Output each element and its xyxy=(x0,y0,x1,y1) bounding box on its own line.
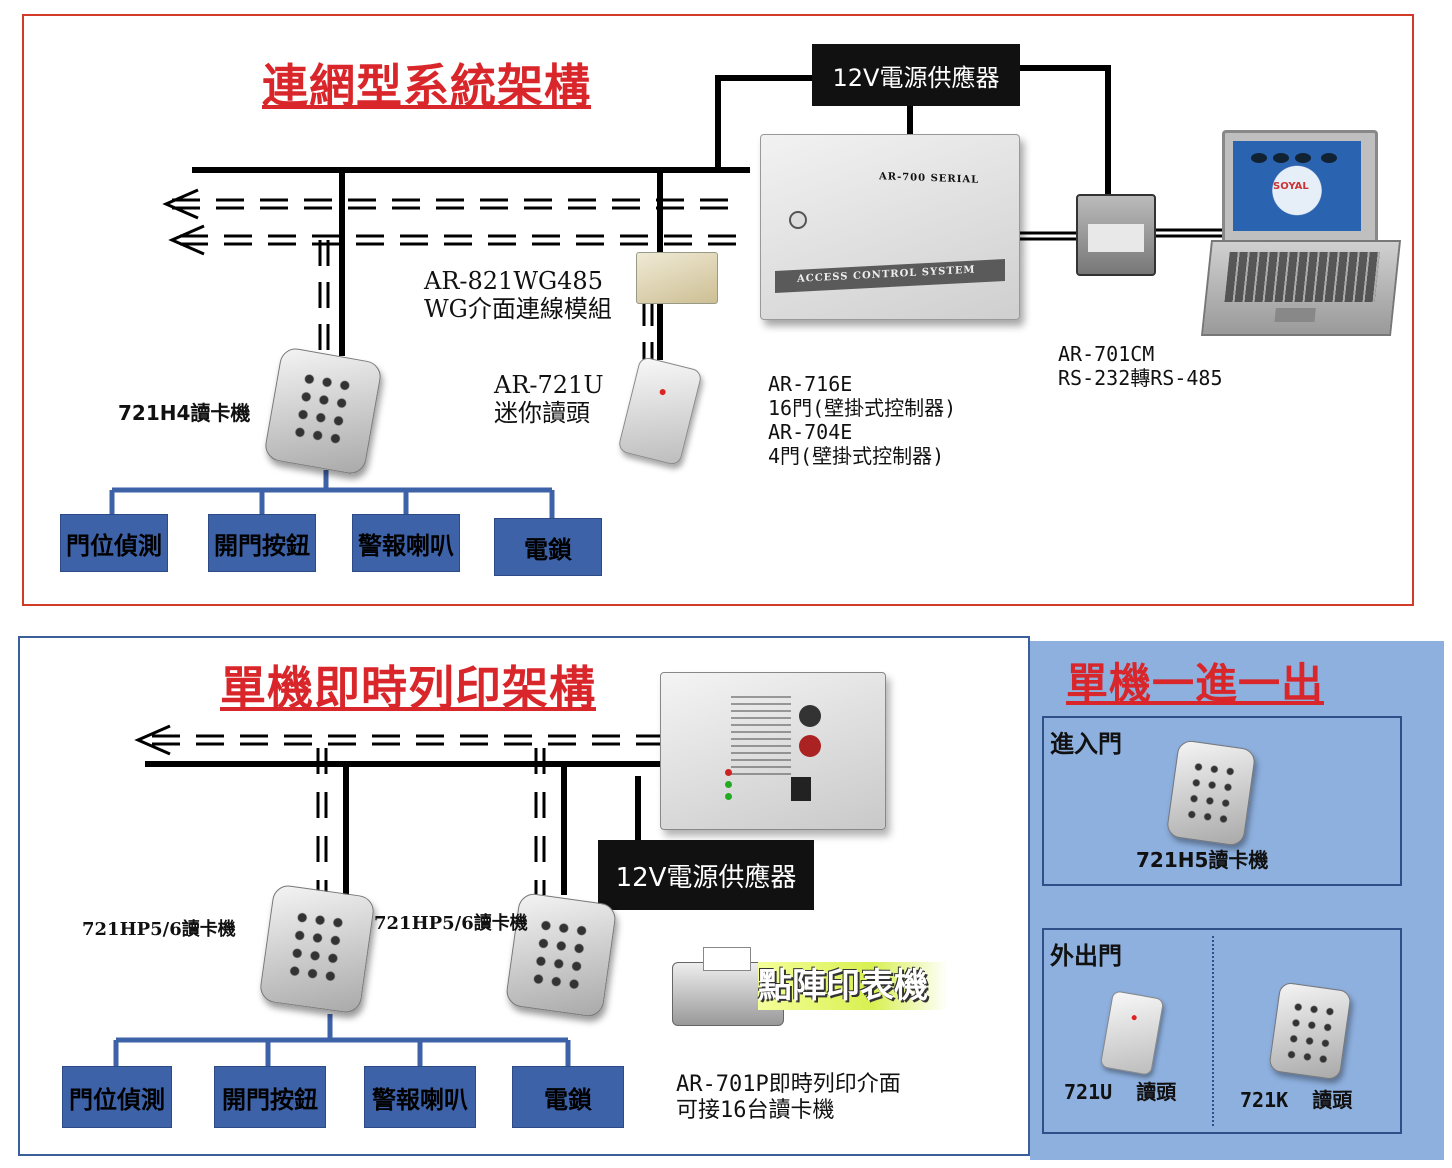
reader-left-label: 721HP5/6讀卡機 xyxy=(82,919,236,940)
exit-button-box-2: 開門按鈕 xyxy=(214,1066,326,1128)
exit-divider xyxy=(1212,936,1214,1126)
electric-lock-box: 電鎖 xyxy=(494,518,602,576)
led-icon xyxy=(725,769,732,776)
wg-module-label: AR-821WG485 WG介面連線模組 xyxy=(424,267,612,323)
wg-module-model: AR-821WG485 xyxy=(424,267,603,295)
door-sensor-label: 門位偵測 xyxy=(66,531,162,560)
controller-716e-desc: 16門(壁掛式控制器) xyxy=(768,396,957,420)
exit-button-label: 開門按鈕 xyxy=(214,531,310,560)
controller-panel-strip: ACCESS CONTROL SYSTEM xyxy=(775,258,1005,294)
ar-701cm-converter xyxy=(1076,194,1156,276)
printer-label-bg xyxy=(758,962,948,1010)
desktop-icon xyxy=(1295,153,1311,163)
exit-button-label-2: 開門按鈕 xyxy=(222,1085,318,1114)
door-sensor-label-2: 門位偵測 xyxy=(69,1085,165,1114)
printer-label: 點陣印表機 xyxy=(758,966,928,1006)
laptop-screen-frame: SOYAL xyxy=(1222,130,1378,246)
laptop-screen: SOYAL xyxy=(1233,141,1361,231)
in-out-panel xyxy=(1030,641,1444,1160)
ar-700-controller: AR-700 SERIAL ACCESS CONTROL SYSTEM xyxy=(760,134,1020,320)
alarm-siren-box: 警報喇叭 xyxy=(352,514,460,572)
controller-model-text: AR-700 SERIAL xyxy=(879,171,980,186)
connector-icon xyxy=(799,735,821,757)
connector-icon xyxy=(799,705,821,727)
mini-reader-desc: 迷你讀頭 xyxy=(494,398,590,427)
ar-701p-interface xyxy=(660,672,886,830)
converter-label-sticker xyxy=(1088,224,1144,252)
led-icon xyxy=(725,781,732,788)
alarm-siren-label: 警報喇叭 xyxy=(358,531,454,560)
keyboard-keys xyxy=(1224,252,1380,302)
exit-button-box: 開門按鈕 xyxy=(208,514,316,572)
721k-keypad-reader xyxy=(1268,981,1352,1081)
wg-module-desc: WG介面連線模組 xyxy=(424,294,612,323)
mini-reader-model: AR-721U xyxy=(494,371,604,399)
door-sensor-box-2: 門位偵測 xyxy=(62,1066,172,1128)
controller-panel-text: ACCESS CONTROL SYSTEM xyxy=(797,264,976,285)
entry-door-title: 進入門 xyxy=(1050,730,1122,758)
721hp-keypad-reader-left xyxy=(258,883,376,1015)
port-icon xyxy=(791,777,811,801)
interface-model: AR-701P即時列印介面 xyxy=(676,1072,901,1097)
electric-lock-box-2: 電鎖 xyxy=(512,1066,624,1128)
printer-paper xyxy=(703,947,751,971)
exit-door-box: 外出門 721U 讀頭 721K 讀頭 xyxy=(1042,928,1402,1134)
in-out-title: 單機一進一出 xyxy=(1066,659,1325,708)
interface-desc: 可接16台讀卡機 xyxy=(676,1098,835,1124)
mini-reader-label: AR-721U 迷你讀頭 xyxy=(494,371,604,427)
laptop-logo: SOYAL xyxy=(1273,181,1309,192)
converter-model: AR-701CM xyxy=(1058,342,1155,366)
exit-door-title: 外出門 xyxy=(1050,942,1122,970)
networked-wiring xyxy=(109,65,1228,518)
laptop-keyboard xyxy=(1200,240,1402,336)
exit-reader-a-label: 721U 讀頭 xyxy=(1064,1080,1177,1104)
controller-704e: AR-704E xyxy=(768,420,853,444)
electric-lock-label: 電鎖 xyxy=(524,535,572,564)
touchpad xyxy=(1274,308,1316,322)
standalone-wiring xyxy=(113,724,660,1066)
led-icon xyxy=(1131,1014,1138,1021)
controller-704e-desc: 4門(壁掛式控制器) xyxy=(768,444,945,468)
keypad-icon xyxy=(1183,757,1240,827)
led-icon xyxy=(659,388,667,396)
alarm-siren-label-2: 警報喇叭 xyxy=(372,1085,468,1114)
entry-door-box: 進入門 721H5讀卡機 xyxy=(1042,716,1402,886)
controllers-label: AR-716E 16門(壁掛式控制器) AR-704E 4門(壁掛式控制器) xyxy=(768,372,956,468)
keypad-icon xyxy=(528,915,594,995)
controller-716e: AR-716E xyxy=(768,372,853,396)
power-supply-label-2: 12V電源供應器 xyxy=(615,862,797,893)
keypad-reader-label: 721H4讀卡機 xyxy=(118,401,251,425)
converter-desc: RS-232轉RS-485 xyxy=(1058,366,1223,390)
reader-right-label: 721HP5/6讀卡機 xyxy=(374,913,528,934)
exit-reader-b-label: 721K 讀頭 xyxy=(1240,1088,1353,1112)
721h4-keypad-reader xyxy=(262,346,384,476)
desktop-icon xyxy=(1321,153,1337,163)
power-supply-box-2: 12V電源供應器 xyxy=(598,840,814,910)
keypad-icon xyxy=(289,368,358,450)
networked-frame xyxy=(22,14,1414,606)
converter-label: AR-701CM RS-232轉RS-485 xyxy=(1058,342,1223,390)
alarm-siren-box-2: 警報喇叭 xyxy=(364,1066,476,1128)
keypad-icon xyxy=(284,907,351,987)
lock-keyhole-icon xyxy=(789,211,807,229)
interface-table-print xyxy=(731,695,791,775)
interface-label: AR-701P即時列印介面 可接16台讀卡機 xyxy=(676,1072,901,1125)
desktop-icon xyxy=(1251,153,1267,163)
door-sensor-box: 門位偵測 xyxy=(60,514,168,572)
power-supply-label: 12V電源供應器 xyxy=(832,63,1000,92)
led-icon xyxy=(725,793,732,800)
721h5-keypad-reader xyxy=(1165,739,1257,847)
keypad-icon xyxy=(1283,998,1339,1065)
power-supply-box: 12V電源供應器 xyxy=(812,44,1020,106)
desktop-icon xyxy=(1273,153,1289,163)
networked-title: 連網型系統架構 xyxy=(262,59,591,113)
standalone-title: 單機即時列印架構 xyxy=(220,661,596,715)
standalone-frame xyxy=(18,636,1030,1156)
wg485-module xyxy=(636,252,718,304)
721hp-keypad-reader-right xyxy=(504,891,618,1019)
electric-lock-label-2: 電鎖 xyxy=(544,1085,592,1114)
entry-reader-label: 721H5讀卡機 xyxy=(1136,848,1269,872)
721u-reader xyxy=(1099,990,1165,1076)
